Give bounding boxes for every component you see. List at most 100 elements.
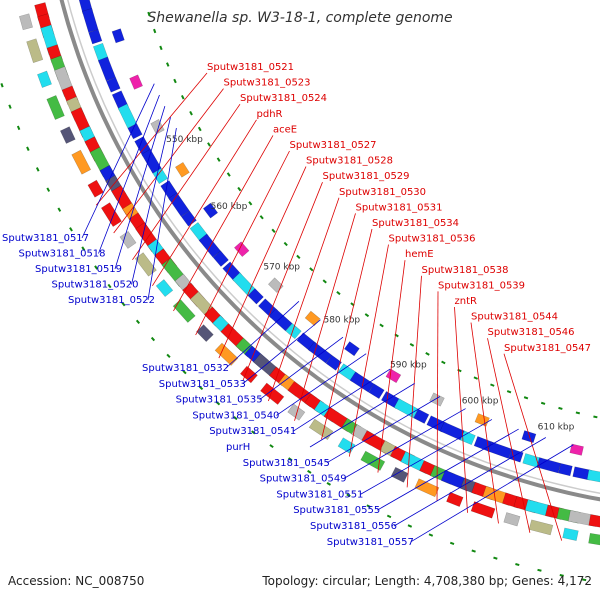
leader-line-reverse	[81, 83, 155, 239]
inner-dot	[593, 415, 598, 419]
inner-dot	[523, 396, 529, 400]
outer-dot	[515, 563, 520, 567]
tick-label: 610 kbp	[538, 423, 575, 433]
inner-dot	[309, 267, 314, 272]
gene-reverse-inner	[429, 392, 445, 407]
gene-label-forward: zntR	[455, 296, 478, 307]
gene-forward-outer	[390, 466, 409, 483]
inner-dot	[207, 142, 211, 147]
gene-reverse-inner	[150, 119, 165, 135]
inner-dot	[322, 279, 327, 284]
outer-dot	[16, 125, 21, 131]
leader-line-forward	[487, 338, 531, 533]
gene-forward-outer	[239, 365, 258, 384]
gene-label-reverse: Sputw3181_0533	[159, 379, 246, 390]
leader-line-reverse	[410, 444, 574, 543]
gene-label-reverse: Sputw3181_0519	[35, 264, 122, 275]
outer-dot	[269, 444, 274, 449]
gene-forward-outer	[155, 279, 174, 298]
leader-line-forward	[454, 306, 468, 513]
leader-line-forward	[406, 275, 422, 488]
outer-dot	[166, 353, 171, 358]
outer-dot	[46, 187, 51, 192]
gene-label-reverse: Sputw3181_0541	[209, 426, 296, 437]
gene-forward-outer	[100, 202, 122, 227]
gene-reverse-inner	[344, 341, 360, 357]
leader-line-forward	[436, 291, 439, 501]
gene-reverse	[88, 29, 103, 45]
gene-label-reverse: Sputw3181_0517	[2, 233, 89, 244]
gene-label-forward: pdhR	[257, 109, 283, 120]
gene-label-forward: Sputw3181_0521	[207, 62, 294, 73]
outer-dot	[559, 573, 564, 577]
accession-label: Accession: NC_008750	[8, 574, 145, 588]
gene-forward-outer	[26, 38, 44, 64]
gene-label-reverse: Sputw3181_0535	[176, 395, 263, 406]
gene-reverse-inner	[569, 443, 584, 456]
gene-forward-outer	[46, 95, 65, 120]
gene-reverse	[180, 210, 197, 227]
outer-dot	[0, 83, 4, 88]
gene-reverse	[393, 398, 419, 419]
gene-label-forward: Sputw3181_0539	[438, 280, 525, 291]
gene-reverse-inner	[175, 161, 190, 178]
outer-dot	[537, 568, 542, 572]
inner-dot	[259, 215, 264, 220]
outer-dot	[182, 370, 187, 375]
leader-line-forward	[218, 166, 307, 359]
gene-forward-outer	[287, 403, 306, 421]
gene-label-reverse: Sputw3181_0549	[260, 474, 347, 485]
outer-dot	[69, 227, 73, 232]
gene-forward-outer	[214, 342, 239, 366]
gene-reverse	[81, 8, 99, 33]
inner-dot	[558, 406, 563, 410]
gene-forward-outer	[562, 527, 579, 541]
gene-label-forward: Sputw3181_0531	[356, 202, 443, 213]
gene-label-reverse: Sputw3181_0540	[192, 410, 279, 421]
gene-reverse-inner	[129, 74, 143, 90]
gene-label-forward: Sputw3181_0534	[372, 218, 459, 229]
gene-reverse	[198, 233, 221, 258]
gene-forward-outer	[59, 126, 76, 144]
outer-dot	[121, 301, 126, 307]
gene-reverse-inner	[202, 202, 219, 219]
leader-line-forward	[95, 72, 208, 206]
inner-dot	[296, 254, 301, 260]
inner-dot	[173, 78, 177, 84]
inner-dot	[197, 126, 202, 132]
inner-dot	[540, 401, 546, 405]
outer-dot	[288, 457, 293, 462]
gene-label-reverse: Sputw3181_0551	[276, 489, 363, 500]
leader-line-reverse	[259, 336, 344, 400]
outer-dot	[407, 524, 413, 528]
inner-dot	[473, 376, 479, 380]
tick-label: 570 kbp	[263, 262, 300, 272]
gene-label-reverse: Sputw3181_0555	[293, 505, 380, 516]
gene-label-forward: Sputw3181_0546	[488, 327, 575, 338]
inner-dot	[237, 186, 242, 192]
outer-dot	[386, 514, 392, 519]
gene-reverse	[97, 56, 116, 82]
inner-dot	[189, 110, 193, 116]
leader-line-forward	[348, 244, 389, 457]
leader-line-reverse	[360, 419, 493, 495]
inner-dot	[153, 28, 157, 34]
outer-dot	[8, 104, 12, 109]
gene-reverse	[586, 469, 600, 484]
gene-forward-outer	[172, 299, 196, 323]
gene-label-forward: Sputw3181_0530	[339, 187, 426, 198]
outer-dot	[307, 469, 312, 474]
gene-label-reverse: purH	[226, 442, 250, 453]
tick-label: 560 kbp	[211, 202, 248, 212]
gene-label-reverse: Sputw3181_0557	[327, 537, 414, 548]
gene-forward-outer	[470, 501, 496, 519]
leader-line-reverse	[98, 94, 160, 254]
outer-dot	[326, 482, 331, 486]
leader-line-forward	[503, 353, 563, 541]
leader-line-forward	[152, 119, 257, 287]
gene-reverse-inner	[474, 413, 490, 427]
leader-line-reverse	[326, 396, 441, 464]
leader-line-reverse	[147, 128, 177, 301]
outer-dot	[215, 401, 221, 406]
